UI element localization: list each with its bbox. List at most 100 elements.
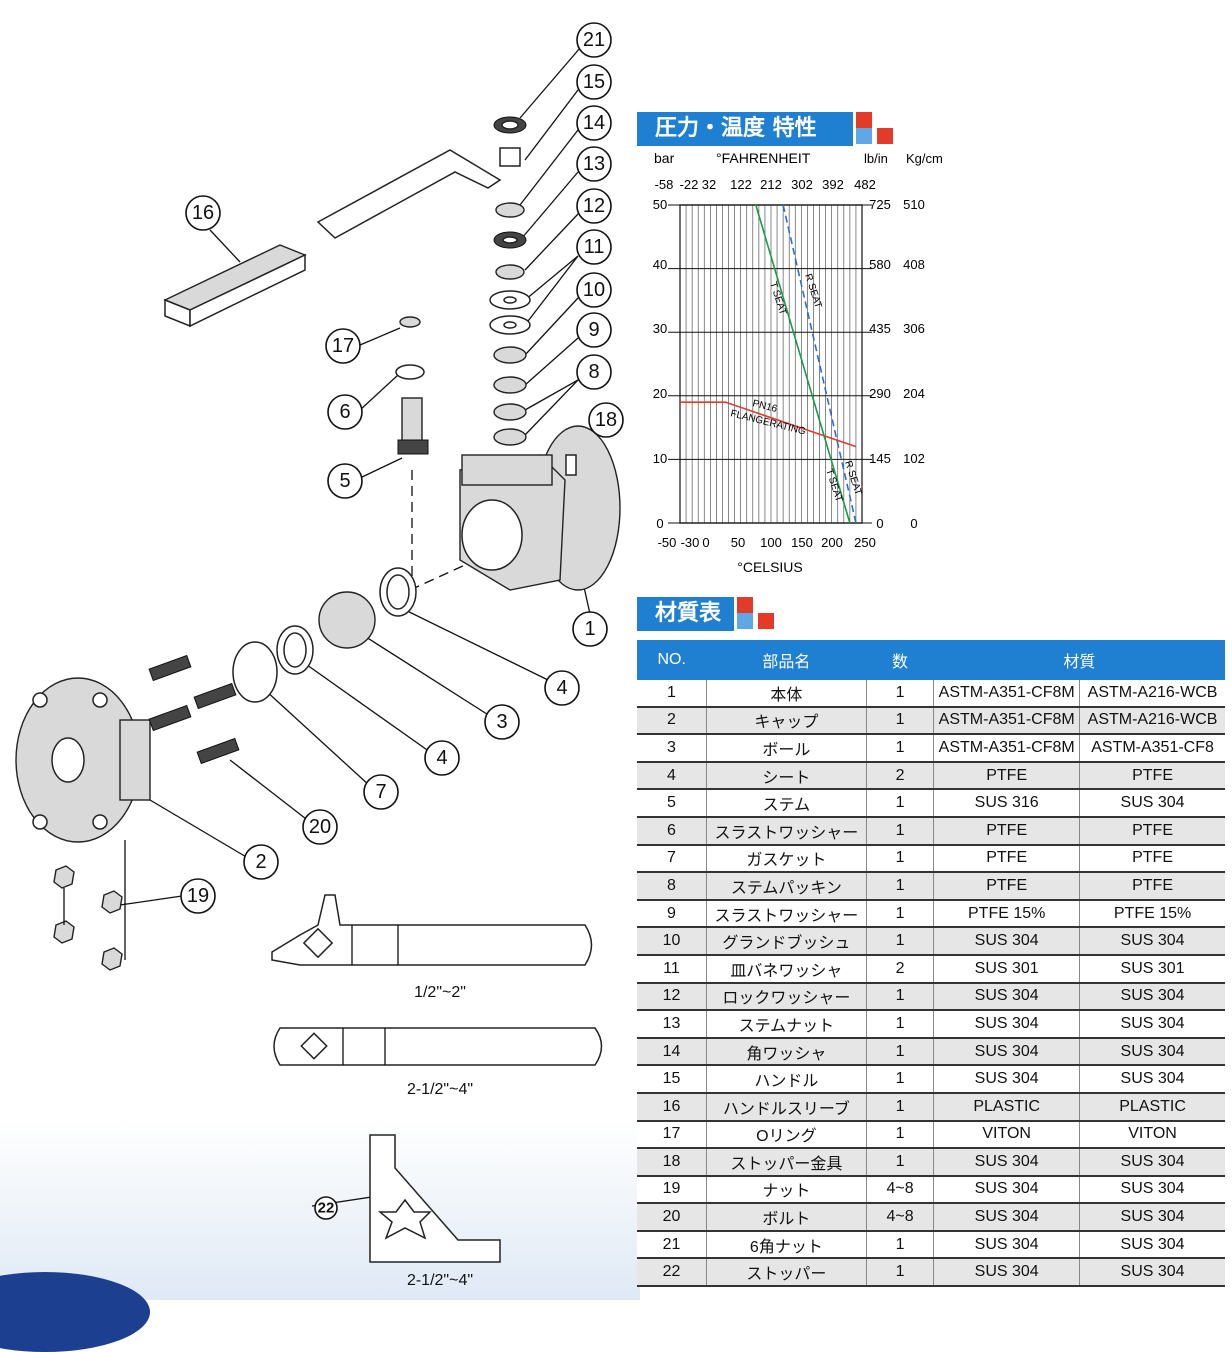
handle-size-label: 2-1/2"~4" [407, 1081, 473, 1098]
lbin-tick: 580 [869, 257, 891, 272]
header-square-blue [856, 128, 872, 144]
cell-no: 9 [637, 899, 707, 929]
celsius-tick: -30 [681, 535, 700, 550]
unit-bar-label: bar [654, 150, 675, 166]
cell-part-name: ボール [706, 734, 867, 763]
callout-16: 16 [185, 195, 221, 231]
cell-part-name: 6角ナット [706, 1230, 867, 1260]
cell-material-1: SUS 316 [933, 789, 1081, 818]
cell-qty: 1 [866, 1258, 935, 1288]
unit-kgcm-label: Kg/cm [906, 151, 943, 166]
callout-6: 6 [327, 394, 363, 430]
svg-text:5: 5 [339, 470, 350, 492]
cell-part-name: ハンドル [706, 1065, 867, 1094]
lbin-tick: 290 [869, 386, 891, 401]
callout-12: 12 [576, 188, 612, 224]
cell-no: 21 [637, 1230, 707, 1260]
callout-5: 5 [327, 463, 363, 499]
callout-22: 22 [314, 1196, 338, 1220]
callout-13: 13 [576, 146, 612, 182]
kgcm-tick: 408 [903, 257, 925, 272]
nut-parts [53, 840, 126, 971]
cell-material-2: PLASTIC [1079, 1092, 1225, 1122]
cell-part-name: ストッパー [706, 1258, 867, 1288]
cell-part-name: グランドブッシュ [706, 927, 867, 956]
handle-plan-large [273, 1027, 603, 1066]
callout-2: 2 [243, 844, 279, 880]
svg-text:4: 4 [556, 677, 567, 699]
cell-part-name: ステムナット [706, 1010, 867, 1039]
celsius-tick: 150 [791, 535, 813, 550]
svg-text:18: 18 [595, 409, 617, 431]
cell-material-1: SUS 304 [933, 1010, 1081, 1039]
cell-no: 10 [637, 927, 707, 956]
cell-material-1: ASTM-A351-CF8M [933, 734, 1081, 763]
series-line-0 [680, 401, 857, 448]
callout-4: 4 [544, 670, 580, 706]
bar-tick: 40 [653, 257, 667, 272]
bar-tick: 50 [653, 197, 667, 212]
cell-qty: 1 [866, 789, 935, 818]
cell-material-1: ASTM-A351-CF8M [933, 706, 1081, 736]
cell-material-1: PTFE [933, 844, 1081, 874]
chart-title: 圧力・温度 特性 [655, 116, 817, 141]
cell-part-name: ロックワッシャー [706, 982, 867, 1012]
fahrenheit-tick: -58 [655, 177, 674, 192]
kgcm-tick: 102 [903, 451, 925, 466]
cell-no: 13 [637, 1010, 707, 1039]
handle-part [316, 149, 502, 239]
cell-qty: 4~8 [866, 1175, 935, 1205]
cell-no: 5 [637, 789, 707, 818]
cell-no: 7 [637, 844, 707, 874]
cell-part-name: 本体 [706, 680, 867, 708]
cell-material-2: SUS 304 [1079, 1148, 1225, 1177]
cell-part-name: ステムパッキン [706, 872, 867, 901]
bar-tick: 10 [653, 451, 667, 466]
callout-18: 18 [588, 402, 624, 438]
cell-no: 20 [637, 1203, 707, 1232]
svg-text:20: 20 [309, 816, 331, 838]
cell-material-2: SUS 304 [1079, 1175, 1225, 1205]
cell-qty: 1 [866, 1037, 935, 1067]
cell-part-name: ガスケット [706, 844, 867, 874]
svg-text:19: 19 [187, 885, 209, 907]
svg-text:3: 3 [496, 711, 507, 733]
cell-no: 19 [637, 1175, 707, 1205]
kgcm-tick: 306 [903, 321, 925, 336]
cell-qty: 1 [866, 1092, 935, 1122]
cell-no: 11 [637, 954, 707, 984]
chart-section-header: 圧力・温度 特性 [637, 112, 853, 146]
cell-qty: 1 [866, 844, 935, 874]
unit-lbin-label: lb/in [864, 151, 888, 166]
cell-material-1: PLASTIC [933, 1092, 1081, 1122]
svg-text:15: 15 [583, 71, 605, 93]
svg-text:12: 12 [583, 195, 605, 217]
svg-text:16: 16 [192, 202, 214, 224]
cell-part-name: ボルト [706, 1203, 867, 1232]
cell-material-2: ASTM-A351-CF8 [1079, 734, 1225, 763]
celsius-tick: -50 [658, 535, 677, 550]
celsius-tick: 100 [760, 535, 782, 550]
unit-fahrenheit-label: °FAHRENHEIT [716, 150, 811, 166]
cell-qty: 1 [866, 680, 935, 708]
stopper-plan [369, 1134, 501, 1263]
cell-material-2: SUS 304 [1079, 982, 1225, 1012]
table-header-row: NO. 部品名 数 材質 [637, 640, 1225, 680]
celsius-tick: 250 [854, 535, 876, 550]
cell-part-name: Oリング [706, 1120, 867, 1150]
cell-material-2: PTFE 15% [1079, 899, 1225, 929]
header-material: 材質 [933, 640, 1225, 680]
svg-text:22: 22 [318, 1200, 335, 1217]
cell-part-name: ハンドルスリーブ [706, 1092, 867, 1122]
cell-material-1: SUS 304 [933, 1230, 1081, 1260]
callout-1: 1 [572, 611, 608, 647]
